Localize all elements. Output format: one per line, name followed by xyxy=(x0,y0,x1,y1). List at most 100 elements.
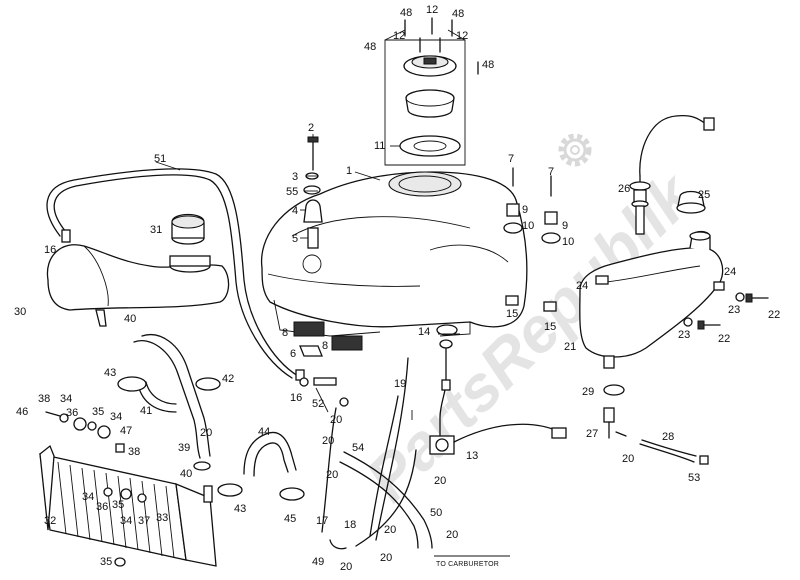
callout-36: 36 xyxy=(66,407,78,419)
callout-9: 9 xyxy=(522,204,528,216)
callout-19: 19 xyxy=(394,378,406,390)
callout-13: 13 xyxy=(466,450,478,462)
fuel-lines-and-tap xyxy=(299,339,709,550)
callout-37: 37 xyxy=(138,515,150,527)
callout-12: 12 xyxy=(456,30,468,42)
callout-7: 7 xyxy=(508,153,514,165)
callout-43: 43 xyxy=(104,367,116,379)
callout-32: 32 xyxy=(44,515,56,527)
callout-20: 20 xyxy=(380,552,392,564)
callout-20: 20 xyxy=(200,427,212,439)
callout-3: 3 xyxy=(292,171,298,183)
coolant-hoses-left xyxy=(117,334,305,501)
callout-29: 29 xyxy=(582,386,594,398)
callout-34: 34 xyxy=(82,491,94,503)
callout-46: 46 xyxy=(16,406,28,418)
callout-35: 35 xyxy=(92,406,104,418)
callout-20: 20 xyxy=(330,414,342,426)
callout-48: 48 xyxy=(400,7,412,19)
callout-51: 51 xyxy=(154,153,166,165)
callout-34: 34 xyxy=(60,393,72,405)
callout-16: 16 xyxy=(44,244,56,256)
callout-15: 15 xyxy=(544,321,556,333)
expansion-tank-left xyxy=(46,168,305,381)
callout-7: 7 xyxy=(548,166,554,178)
callout-12: 12 xyxy=(393,30,405,42)
callout-24: 24 xyxy=(576,280,588,292)
callout-4: 4 xyxy=(292,205,298,217)
callout-50: 50 xyxy=(430,507,442,519)
callout-17: 17 xyxy=(316,515,328,527)
callout-20: 20 xyxy=(622,453,634,465)
callout-10: 10 xyxy=(522,220,534,232)
callout-45: 45 xyxy=(284,513,296,525)
gear-icon xyxy=(558,133,592,167)
fuel-tank xyxy=(260,136,561,357)
callout-10: 10 xyxy=(562,236,574,248)
callout-11: 11 xyxy=(374,140,385,152)
filler-cap-assembly xyxy=(384,17,479,166)
callout-34: 34 xyxy=(110,411,122,423)
callout-20: 20 xyxy=(446,529,458,541)
callout-5: 5 xyxy=(292,233,298,245)
callout-55: 55 xyxy=(286,186,298,198)
callout-34: 34 xyxy=(120,515,132,527)
callout-23: 23 xyxy=(728,304,740,316)
callout-35: 35 xyxy=(112,499,124,511)
callout-8: 8 xyxy=(282,327,288,339)
callout-20: 20 xyxy=(326,469,338,481)
callout-28: 28 xyxy=(662,431,674,443)
callout-49: 49 xyxy=(312,556,324,568)
callout-24: 24 xyxy=(724,266,736,278)
carburetor-note: TO CARBURETOR xyxy=(434,555,510,568)
callout-12: 12 xyxy=(426,4,438,16)
callout-25: 25 xyxy=(698,189,710,201)
callout-53: 53 xyxy=(688,472,700,484)
callout-44: 44 xyxy=(258,426,270,438)
callout-1: 1 xyxy=(346,165,352,177)
callout-20: 20 xyxy=(340,561,352,573)
callout-2: 2 xyxy=(308,122,314,134)
callout-40: 40 xyxy=(180,468,192,480)
callout-48: 48 xyxy=(364,41,376,53)
callout-48: 48 xyxy=(452,8,464,20)
callout-22: 22 xyxy=(718,333,730,345)
callout-14: 14 xyxy=(418,326,430,338)
callout-22: 22 xyxy=(768,309,780,321)
callout-41: 41 xyxy=(140,405,152,417)
callout-15: 15 xyxy=(506,308,518,320)
callout-6: 6 xyxy=(290,348,296,360)
radiator xyxy=(39,411,217,567)
callout-9: 9 xyxy=(562,220,568,232)
callout-42: 42 xyxy=(222,373,234,385)
callout-18: 18 xyxy=(344,519,356,531)
callout-36: 36 xyxy=(96,501,108,513)
callout-38: 38 xyxy=(38,393,50,405)
callout-52: 52 xyxy=(312,398,324,410)
callout-31: 31 xyxy=(150,224,162,236)
callout-20: 20 xyxy=(384,524,396,536)
callout-48: 48 xyxy=(482,59,494,71)
callout-40: 40 xyxy=(124,313,136,325)
callout-8: 8 xyxy=(322,340,328,352)
callout-26: 26 xyxy=(618,183,630,195)
callout-labels: 48 12 48 12 12 48 48 11 2 1 51 3 55 4 5 … xyxy=(14,4,780,573)
callout-27: 27 xyxy=(586,428,598,440)
callout-leaders xyxy=(155,134,460,420)
callout-21: 21 xyxy=(564,341,576,353)
callout-33: 33 xyxy=(156,512,168,524)
callout-54: 54 xyxy=(352,442,364,454)
callout-23: 23 xyxy=(678,329,690,341)
callout-16: 16 xyxy=(290,392,302,404)
callout-38: 38 xyxy=(128,446,140,458)
callout-39: 39 xyxy=(178,442,190,454)
callout-30: 30 xyxy=(14,306,26,318)
callout-20: 20 xyxy=(434,475,446,487)
fuel-level-sensor xyxy=(629,114,715,235)
to-carburetor-label: TO CARBURETOR xyxy=(436,561,499,568)
callout-43: 43 xyxy=(234,503,246,515)
callout-35: 35 xyxy=(100,556,112,568)
callout-47: 47 xyxy=(120,425,132,437)
expansion-tank-right xyxy=(579,230,769,396)
